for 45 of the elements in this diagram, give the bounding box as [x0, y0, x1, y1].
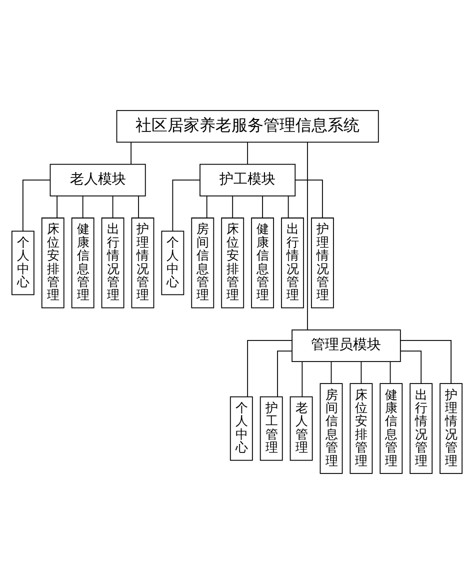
node-box: 房间信息管理 [191, 217, 214, 308]
node-box: 个人中心 [230, 396, 253, 460]
connector [206, 195, 208, 218]
connector [22, 179, 50, 232]
connector [390, 360, 391, 384]
connector [360, 360, 362, 384]
node-box: 个人中心 [11, 230, 34, 295]
node-box: 床位安排管理 [41, 217, 64, 308]
node-box: 护工管理 [260, 396, 283, 460]
node-box: 护理情况管理 [311, 217, 334, 308]
connector [330, 360, 332, 384]
node-box: 个人中心 [161, 230, 184, 295]
node-box: 健康信息管理 [380, 382, 403, 474]
connector [247, 142, 248, 164]
node-box: 老人管理 [290, 396, 313, 460]
connector [138, 195, 139, 218]
node-box: 护工模块 [200, 163, 296, 196]
connector [307, 142, 308, 330]
node-box: 老人模块 [50, 163, 146, 196]
connector [302, 360, 303, 396]
node-box: 社区居家养老服务管理信息系统 [116, 110, 379, 142]
node-box: 健康信息管理 [71, 217, 94, 308]
connector [400, 350, 422, 384]
node-box: 管理员模块 [292, 328, 401, 362]
node-box: 出行情况管理 [281, 217, 304, 308]
node-box: 房间信息管理 [320, 382, 343, 474]
connector [277, 350, 292, 397]
connector [247, 340, 292, 397]
node-box: 出行情况管理 [410, 382, 433, 474]
connector [288, 195, 289, 218]
node-box: 床位安排管理 [350, 382, 373, 474]
node-box: 出行情况管理 [101, 217, 124, 308]
connector [130, 142, 132, 164]
node-box: 健康信息管理 [251, 217, 274, 308]
node-box: 床位安排管理 [221, 217, 244, 308]
connector [400, 340, 452, 384]
node-box: 护理情况管理 [440, 382, 463, 474]
connector [56, 195, 58, 218]
connector [294, 179, 323, 218]
connector [172, 179, 200, 232]
connector [82, 195, 84, 218]
connector [262, 195, 263, 218]
connector [112, 195, 114, 218]
connector [232, 195, 234, 218]
node-box: 护理情况管理 [131, 217, 154, 308]
